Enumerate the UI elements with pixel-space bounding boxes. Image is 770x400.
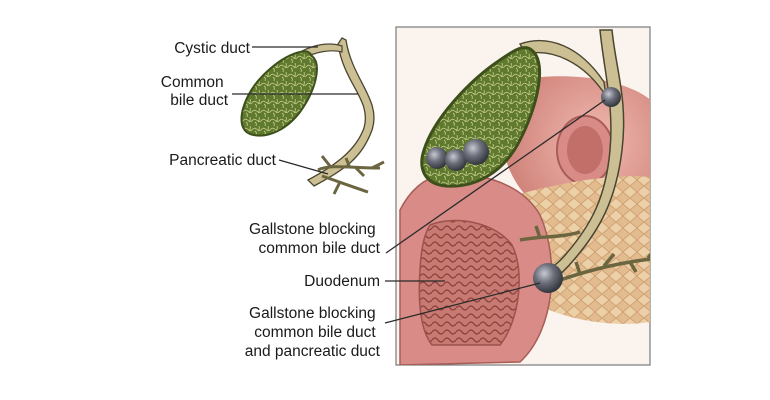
label-duodenum: Duodenum [304, 273, 380, 290]
label-common-bile-duct: Common bile duct [161, 74, 229, 109]
gallstone-blocking-both-ducts [533, 263, 563, 293]
overview-gallbladder [240, 50, 318, 137]
leader-lines [232, 46, 606, 324]
duodenum-folds [418, 219, 520, 346]
label-gallstone-common: Gallstone blocking common bile duct [249, 221, 381, 257]
pancreatic-duct [519, 225, 650, 282]
overview-illustration [240, 37, 385, 195]
overview-pancreatic-duct [317, 155, 385, 195]
overview-common-bile-duct [306, 37, 375, 187]
leader-gallstone-pancreatic [384, 282, 541, 324]
detail-panel [395, 26, 651, 366]
leader-pancreatic-duct [278, 159, 329, 175]
label-pancreatic-duct: Pancreatic duct [169, 152, 277, 169]
gallstone-in-gallbladder [426, 147, 448, 169]
gallstone-in-gallbladder [445, 149, 467, 171]
label-gallstone-pancreatic: Gallstone blocking common bile duct and … [245, 305, 381, 360]
label-cystic-duct: Cystic duct [174, 40, 250, 57]
gallstone-in-gallbladder [463, 139, 489, 165]
leader-gallstone-common [385, 99, 606, 254]
gallstone-blocking-common-bile-duct [601, 87, 621, 107]
labels: Cystic duct Common bile duct Pancreatic … [161, 40, 381, 360]
